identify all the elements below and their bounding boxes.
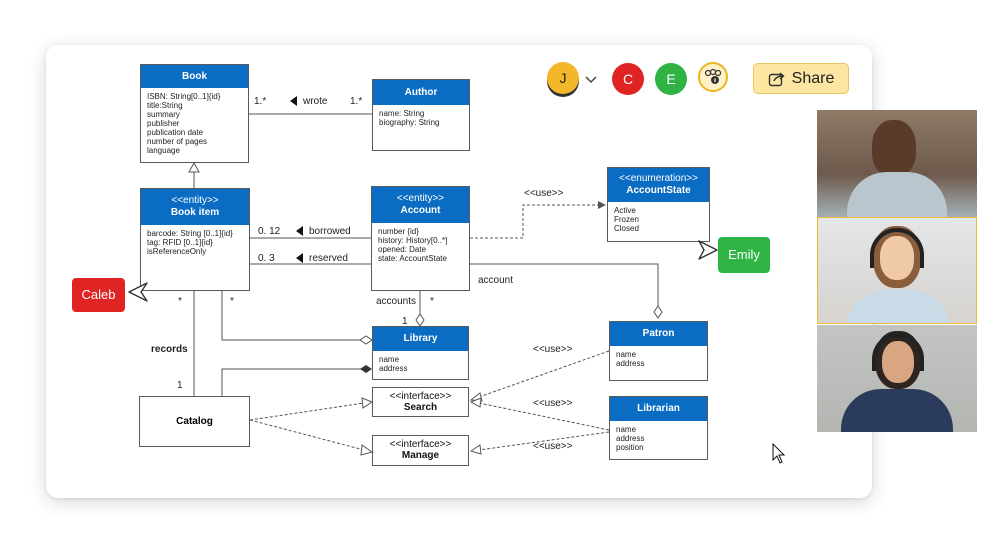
class-account-state[interactable]: <<enumeration>> AccountState Active Froz…	[607, 167, 710, 242]
librarian-manage-use	[478, 431, 610, 451]
class-librarian-attrs: name address position	[616, 425, 645, 452]
participant-shirt	[841, 389, 953, 432]
class-librarian-name: Librarian	[610, 397, 707, 421]
account-diamond	[653, 305, 663, 319]
class-book-item[interactable]: <<entity>> Book item barcode: String [0.…	[140, 188, 250, 291]
share-label: Share	[791, 69, 835, 87]
share-button[interactable]: Share	[753, 63, 849, 94]
class-library-attrs: name address	[379, 355, 408, 373]
class-book-attrs: ISBN: String[0..1]{id} title:String summ…	[147, 92, 221, 155]
class-patron-attrs: name address	[616, 350, 645, 368]
class-catalog-name: Catalog	[176, 416, 213, 427]
class-catalog[interactable]: Catalog	[139, 396, 250, 447]
class-account-state-header: <<enumeration>> AccountState	[608, 168, 709, 202]
cursor-pointer-icon	[128, 282, 148, 302]
reserved-label: reserved	[296, 253, 348, 264]
participants-icon[interactable]	[698, 62, 728, 92]
accounts-role-label: accounts	[376, 296, 417, 307]
avatar-e[interactable]: E	[655, 63, 687, 95]
patron-search-use	[478, 350, 610, 398]
wrote-right-mult: 1.*	[350, 96, 363, 107]
realize-search-head	[361, 397, 374, 409]
realize-manage-line	[249, 419, 365, 451]
use-dependency-line	[470, 204, 606, 239]
class-book-item-attrs: barcode: String [0..1]{id} tag: RFID [0.…	[147, 229, 233, 256]
accounts-star: *	[430, 296, 434, 307]
class-librarian[interactable]: Librarian name address position	[609, 396, 708, 460]
catalog-one: 1	[177, 380, 183, 391]
class-author-name: Author	[373, 80, 469, 105]
class-library[interactable]: Library name address	[372, 326, 469, 380]
direction-arrow-icon	[296, 253, 303, 264]
participant-shirt	[846, 290, 950, 323]
people-icon	[704, 68, 722, 84]
realize-search-line	[249, 402, 365, 421]
direction-arrow-icon	[290, 96, 297, 107]
use-label-manage: <<use>>	[533, 441, 573, 452]
class-account-state-attrs: Active Frozen Closed	[614, 206, 639, 233]
interface-manage-stereotype: <<interface>>	[389, 439, 452, 450]
video-participant-3[interactable]	[817, 325, 977, 432]
cursor-pointer-icon	[698, 240, 718, 260]
video-participant-2[interactable]	[817, 217, 977, 324]
reserved-mult: 0. 3	[258, 253, 275, 264]
participant-avatar	[872, 120, 916, 176]
accounts-diamond	[415, 313, 425, 327]
realize-manage-head	[360, 444, 374, 456]
records-label: records	[151, 344, 188, 355]
interface-search-stereotype: <<interface>>	[389, 391, 452, 402]
cursor-tag-caleb: Caleb	[72, 278, 125, 312]
chevron-down-icon[interactable]	[585, 76, 597, 84]
use-arrow-head	[598, 201, 606, 209]
share-icon	[768, 71, 785, 86]
class-author[interactable]: Author name: String biography: String	[372, 79, 470, 151]
class-book-name: Book	[141, 65, 248, 88]
catalog-library-line	[221, 368, 364, 396]
interface-manage[interactable]: <<interface>> Manage	[372, 435, 469, 466]
class-author-attrs: name: String biography: String	[379, 109, 440, 127]
class-library-name: Library	[373, 327, 468, 351]
use-label-search: <<use>>	[533, 398, 573, 409]
borrowed-mult: 0. 12	[258, 226, 281, 237]
class-book-item-header: <<entity>> Book item	[141, 189, 249, 225]
headset-icon	[872, 333, 924, 371]
wrote-left-mult: 1.*	[254, 96, 267, 107]
bookitem-library-line	[221, 291, 364, 341]
borrowed-label: borrowed	[296, 226, 351, 237]
use-label-accountstate: <<use>>	[524, 188, 564, 199]
participant-shirt	[847, 172, 947, 217]
generalization-head	[188, 161, 200, 173]
wrote-label: wrote	[290, 96, 327, 107]
direction-arrow-icon	[296, 226, 303, 237]
interface-search[interactable]: <<interface>> Search	[372, 387, 469, 417]
class-account[interactable]: <<entity>> Account number {id} history: …	[371, 186, 470, 291]
class-account-header: <<entity>> Account	[372, 187, 469, 223]
class-account-attrs: number {id} history: History[0..*] opene…	[378, 227, 448, 263]
avatar-c[interactable]: C	[612, 63, 644, 95]
video-participant-1[interactable]	[817, 110, 977, 217]
class-patron-name: Patron	[610, 322, 707, 346]
aggregation-diamond	[359, 335, 373, 345]
headset-icon	[870, 228, 924, 268]
composition-diamond	[360, 365, 372, 373]
mouse-cursor-icon	[772, 443, 786, 464]
interface-manage-name: Manage	[401, 450, 440, 461]
interface-search-name: Search	[403, 402, 438, 413]
librarian-search-head	[469, 397, 482, 408]
account-role-label: account	[478, 275, 514, 286]
library-one: 1	[402, 316, 408, 327]
bookitem-star-left: *	[178, 296, 182, 307]
bookitem-star-right: *	[230, 296, 234, 307]
class-book[interactable]: Book ISBN: String[0..1]{id} title:String…	[140, 64, 249, 163]
librarian-manage-head	[469, 444, 482, 455]
librarian-search-use	[478, 402, 610, 431]
class-patron[interactable]: Patron name address	[609, 321, 708, 381]
use-label-patron: <<use>>	[533, 344, 573, 355]
cursor-tag-emily: Emily	[718, 237, 770, 273]
avatar-j[interactable]: J	[547, 62, 579, 94]
